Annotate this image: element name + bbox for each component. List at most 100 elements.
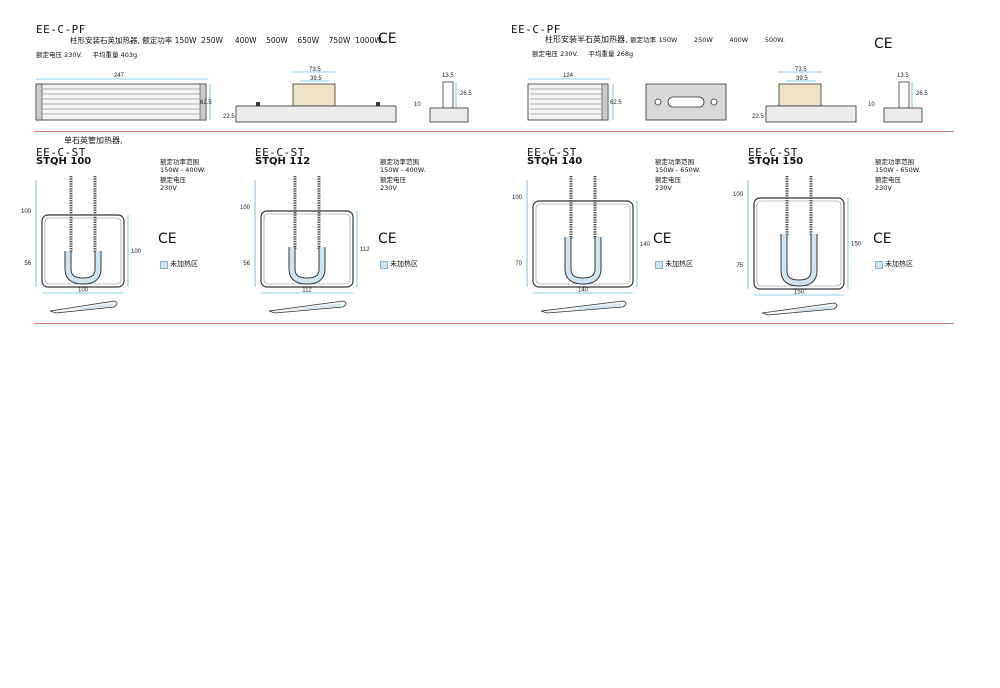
st-frame-0: [41, 214, 125, 288]
unheated-zone-swatch-3: [875, 261, 883, 269]
pf-2-dim-side-w: 13.5: [897, 73, 909, 79]
st-side-tube-1: [302, 303, 342, 311]
st-dim-height-0: 100: [131, 249, 142, 255]
st-range-1: 150W - 400W.: [380, 166, 426, 174]
st-voltage-label-2: 额定电压: [655, 176, 681, 184]
st-model-3: EE-C-ST: [748, 146, 798, 159]
pf-1-desc-text: 柱形安装石英加热器,: [70, 36, 140, 45]
st-dim-width-1: 112: [302, 288, 312, 294]
st-frame-3: [753, 197, 845, 290]
pf-2-specs: 额定电压 230V. 平均重量 268g: [532, 51, 633, 58]
pf-1-dim-side-w: 13.5: [442, 73, 454, 79]
ce-mark-st-0: CE: [158, 231, 177, 247]
pf-1-weight: 403g: [120, 51, 138, 59]
st-range-label-2: 额定功率范围: [655, 158, 694, 166]
pf-2-dim-side-base: 10: [868, 102, 875, 108]
st-section-title: 单石英管加热器,: [64, 136, 123, 145]
ce-mark-pf-2: CE: [874, 36, 893, 52]
pf-1-dim-body: 73.5: [309, 67, 321, 73]
st-dim-height-2: 140: [640, 242, 651, 248]
st-code-0: STQH 100: [36, 156, 92, 167]
st-dim-loop-2: 70: [515, 261, 522, 267]
st-tube-0: [65, 251, 101, 284]
st-dim-lead-0: 100: [21, 209, 32, 215]
pf-1-weight-label: 平均重量: [92, 51, 119, 59]
st-range-label-0: 额定功率范围: [160, 158, 199, 166]
pf-2-description: 柱形安装半石英加热器, 额定功率 150W 250W 400W 500W.: [545, 36, 785, 44]
pf-2-powers: 150W 250W 400W 500W.: [658, 36, 785, 44]
pf-1-dim-height: 62.5: [200, 100, 212, 106]
st-tube-3: [781, 234, 817, 286]
st-range-label-1: 额定功率范围: [380, 158, 419, 166]
st-dim-loop-1: 56: [243, 261, 250, 267]
st-dim-width-0: 100: [78, 288, 89, 294]
st-tube-2: [565, 237, 601, 284]
pf-2-weight: 268g: [616, 50, 634, 58]
st-drawing-2: 100 70 140 140: [512, 176, 651, 314]
ce-mark-pf-1: CE: [378, 31, 397, 47]
st-dim-lead-1: 100: [240, 205, 251, 211]
unheated-zone-swatch-1: [380, 261, 388, 269]
st-side-tube-0: [78, 303, 113, 311]
pf-2-dim-side-h: 26.5: [916, 91, 928, 97]
pf-1-powers: 150W 250W 400W 500W 650W 750W 1000W.: [174, 36, 384, 45]
st-legend-1: 未加热区: [390, 260, 418, 268]
st-frame-2: [532, 200, 634, 288]
pf-1-dim-side-base: 10: [414, 102, 421, 108]
st-dim-lead-3: 100: [733, 192, 744, 198]
st-dim-height-1: 112: [360, 247, 370, 253]
separator-bottom: [34, 323, 954, 324]
st-model-1: EE-C-ST: [255, 146, 305, 159]
st-voltage-1: 230V: [380, 184, 397, 192]
pf-1-drawing: 247 62.5 73.5 39.5 22.5 13.5 26.5 10: [35, 67, 472, 123]
pf-1-dim-base: 22.5: [223, 114, 235, 120]
pf-1-voltage-label: 额定电压: [36, 51, 62, 59]
pf-2-dim-base: 22.5: [752, 114, 764, 120]
st-drawing-1: 100 56 112 112: [240, 176, 370, 314]
st-side-tube-3: [794, 305, 833, 313]
st-side-view-1: [268, 300, 347, 314]
st-frame-1: [260, 210, 354, 288]
pf-1-power-label: 额定功率: [142, 36, 173, 45]
st-range-2: 150W - 650W.: [655, 166, 701, 174]
pf-1-dim-side-h: 26.5: [460, 91, 472, 97]
st-legend-0: 未加热区: [170, 260, 198, 268]
st-side-view-2: [540, 300, 627, 314]
pf-1-description: 柱形安装石英加热器, 额定功率 150W 250W 400W 500W 650W…: [70, 37, 383, 45]
st-tube-1: [289, 247, 325, 284]
st-dim-height-3: 150: [851, 242, 862, 248]
st-side-tube-2: [578, 303, 622, 311]
pf-2-desc-text: 柱形安装半石英加热器,: [545, 35, 628, 44]
st-voltage-2: 230V: [655, 184, 672, 192]
st-tube-outline-3: [780, 234, 818, 287]
pf-2-dim-height: 62.5: [610, 100, 622, 106]
st-range-label-3: 额定功率范围: [875, 158, 914, 166]
pf-2-dim-width: 124: [563, 73, 574, 79]
st-dim-lead-2: 100: [512, 195, 523, 201]
unheated-zone-swatch-2: [655, 261, 663, 269]
st-voltage-3: 230V: [875, 184, 892, 192]
st-legend-3: 未加热区: [885, 260, 913, 268]
pf-1-specs: 额定电压 230V. 平均重量 403g: [36, 52, 137, 59]
st-model-0: EE-C-ST: [36, 146, 86, 159]
st-code-1: STQH 112: [255, 156, 311, 167]
pf-2-voltage: 230V.: [560, 50, 579, 58]
st-voltage-label-3: 额定电压: [875, 176, 901, 184]
model-title-pf-1: EE-C-PF: [36, 23, 86, 36]
ce-mark-st-2: CE: [653, 231, 672, 247]
st-range-3: 150W - 650W.: [875, 166, 921, 174]
pf-2-dim-body2: 39.5: [796, 76, 808, 82]
st-code-2: STQH 140: [527, 156, 583, 167]
st-dim-width-3: 150: [794, 290, 805, 296]
pf-1-dim-body2: 39.5: [310, 76, 322, 82]
pf-1-dim-width: 247: [114, 73, 125, 79]
separator-top: [34, 131, 954, 132]
pf-1-voltage: 230V.: [64, 51, 83, 59]
st-voltage-label-0: 额定电压: [160, 176, 186, 184]
ce-mark-st-1: CE: [378, 231, 397, 247]
unheated-zone-swatch-0: [160, 261, 168, 269]
st-voltage-label-1: 额定电压: [380, 176, 406, 184]
st-dim-width-2: 140: [578, 288, 589, 294]
